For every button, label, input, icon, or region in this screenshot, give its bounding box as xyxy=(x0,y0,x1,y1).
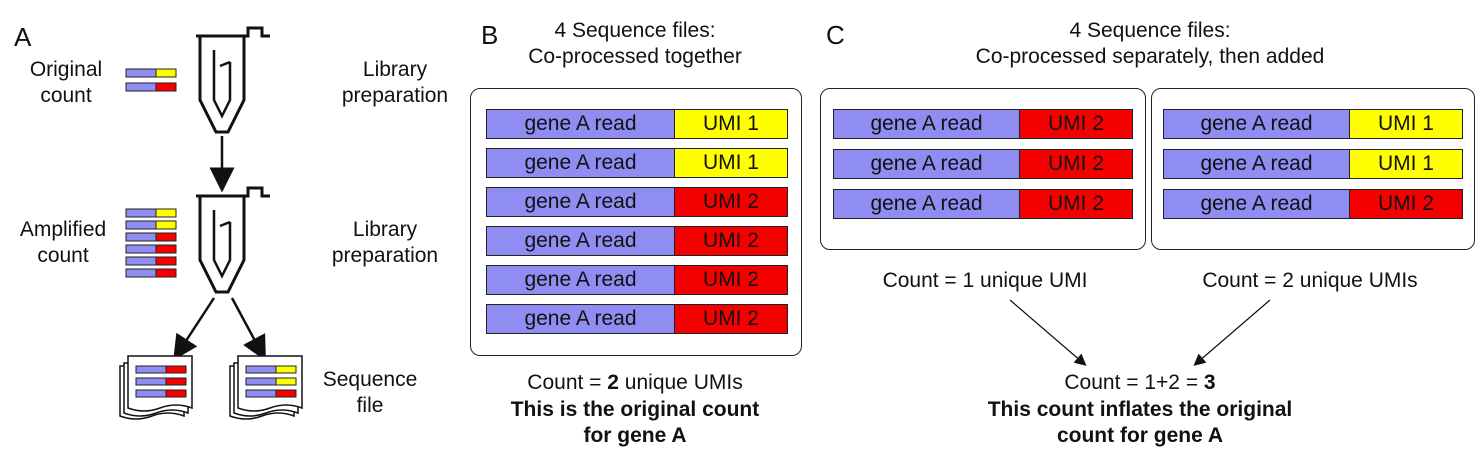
panel-b-count-prefix: Count = xyxy=(527,371,608,394)
gene-read-segment: gene A read xyxy=(487,188,675,216)
arrow-to-file-2 xyxy=(230,297,266,362)
panel-c-title-line2: Co-processed separately, then added xyxy=(975,45,1325,68)
amplified-count-line1: Amplified xyxy=(19,218,107,241)
library-prep-2-line2: preparation xyxy=(331,244,439,267)
umi-segment: UMI 2 xyxy=(1020,110,1132,138)
panel-a-label: A xyxy=(14,22,32,52)
panel-b-count: Count = 2 unique UMIs xyxy=(450,370,820,396)
gene-read-segment: gene A read xyxy=(487,305,675,333)
panel-c-left-count: Count = 1 unique UMI xyxy=(882,269,1088,292)
library-prep-label-2: Library preparation xyxy=(320,217,450,269)
amplified-count-line2: count xyxy=(37,244,89,267)
tube-icon-2 xyxy=(196,186,270,294)
sequence-file-label: Sequence file xyxy=(310,367,430,419)
amplified-count-label: Amplified count xyxy=(8,217,118,269)
arrow-right-count-to-sum xyxy=(1193,299,1271,366)
sequence-file-line1: Sequence xyxy=(322,368,418,391)
gene-read-segment: gene A read xyxy=(1164,110,1350,138)
panel-b-conclusion-line1: This is the original count xyxy=(510,398,760,421)
gene-read-segment: gene A read xyxy=(487,110,675,138)
panel-c-title: 4 Sequence files: Co-processed separatel… xyxy=(900,18,1400,70)
gene-read-segment: gene A read xyxy=(487,149,675,177)
gene-read-segment: gene A read xyxy=(1164,190,1350,218)
original-count-line1: Original xyxy=(29,58,103,81)
arrow-to-file-1 xyxy=(173,297,216,361)
umi-segment: UMI 2 xyxy=(1020,190,1132,218)
library-prep-1-line2: preparation xyxy=(341,84,449,107)
panel-b-label: B xyxy=(481,20,499,50)
umi-segment: UMI 1 xyxy=(1350,110,1462,138)
panel-c-conclusion-line2: count for gene A xyxy=(1056,424,1224,447)
panel-c-title-line1: 4 Sequence files: xyxy=(1069,19,1231,42)
umi-segment: UMI 1 xyxy=(675,110,787,138)
sequence-file-line2: file xyxy=(356,394,384,417)
umi-segment: UMI 2 xyxy=(675,188,787,216)
sequence-file-icon-1 xyxy=(119,355,193,420)
umi-segment: UMI 2 xyxy=(675,266,787,294)
umi-segment: UMI 2 xyxy=(1020,150,1132,178)
panel-c-sum-prefix: Count = 1+2 = xyxy=(1064,371,1204,394)
umi-segment: UMI 1 xyxy=(675,149,787,177)
umi-segment: UMI 2 xyxy=(675,227,787,255)
panel-c-label: C xyxy=(826,20,845,50)
amplified-reads-icon xyxy=(125,208,177,278)
library-prep-2-line1: Library xyxy=(352,218,418,241)
panel-b-count-value: 2 xyxy=(607,371,619,394)
panel-c-conclusion-line1: This count inflates the original xyxy=(987,398,1293,421)
panel-b-title-line1: 4 Sequence files: xyxy=(554,19,716,42)
gene-read-segment: gene A read xyxy=(1164,150,1350,178)
panel-c-right-count: Count = 2 unique UMIs xyxy=(1202,269,1418,292)
arrow-left-count-to-sum xyxy=(1009,299,1087,366)
panel-b-conclusion: This is the original count for gene A xyxy=(450,397,820,449)
original-reads-icon xyxy=(125,68,177,92)
original-count-label: Original count xyxy=(16,57,116,109)
panel-b-title: 4 Sequence files: Co-processed together xyxy=(470,18,800,70)
gene-read-segment: gene A read xyxy=(834,110,1020,138)
sequence-file-icon-2 xyxy=(229,355,303,420)
tube-icon-1 xyxy=(196,26,270,134)
original-count-line2: count xyxy=(40,84,92,107)
panel-b-conclusion-line2: for gene A xyxy=(583,424,687,447)
umi-segment: UMI 2 xyxy=(1350,190,1462,218)
umi-segment: UMI 1 xyxy=(1350,150,1462,178)
library-prep-label-1: Library preparation xyxy=(330,57,460,109)
umi-segment: UMI 2 xyxy=(675,305,787,333)
panel-b-count-suffix: unique UMIs xyxy=(618,371,743,394)
panel-c-sum-value: 3 xyxy=(1203,371,1216,394)
gene-read-segment: gene A read xyxy=(487,227,675,255)
panel-b-title-line2: Co-processed together xyxy=(528,45,742,68)
gene-read-segment: gene A read xyxy=(834,150,1020,178)
gene-read-segment: gene A read xyxy=(834,190,1020,218)
gene-read-segment: gene A read xyxy=(487,266,675,294)
library-prep-1-line1: Library xyxy=(362,58,428,81)
panel-c-conclusion: This count inflates the original count f… xyxy=(940,397,1340,449)
panel-c-sum: Count = 1+2 = 3 xyxy=(950,370,1330,396)
